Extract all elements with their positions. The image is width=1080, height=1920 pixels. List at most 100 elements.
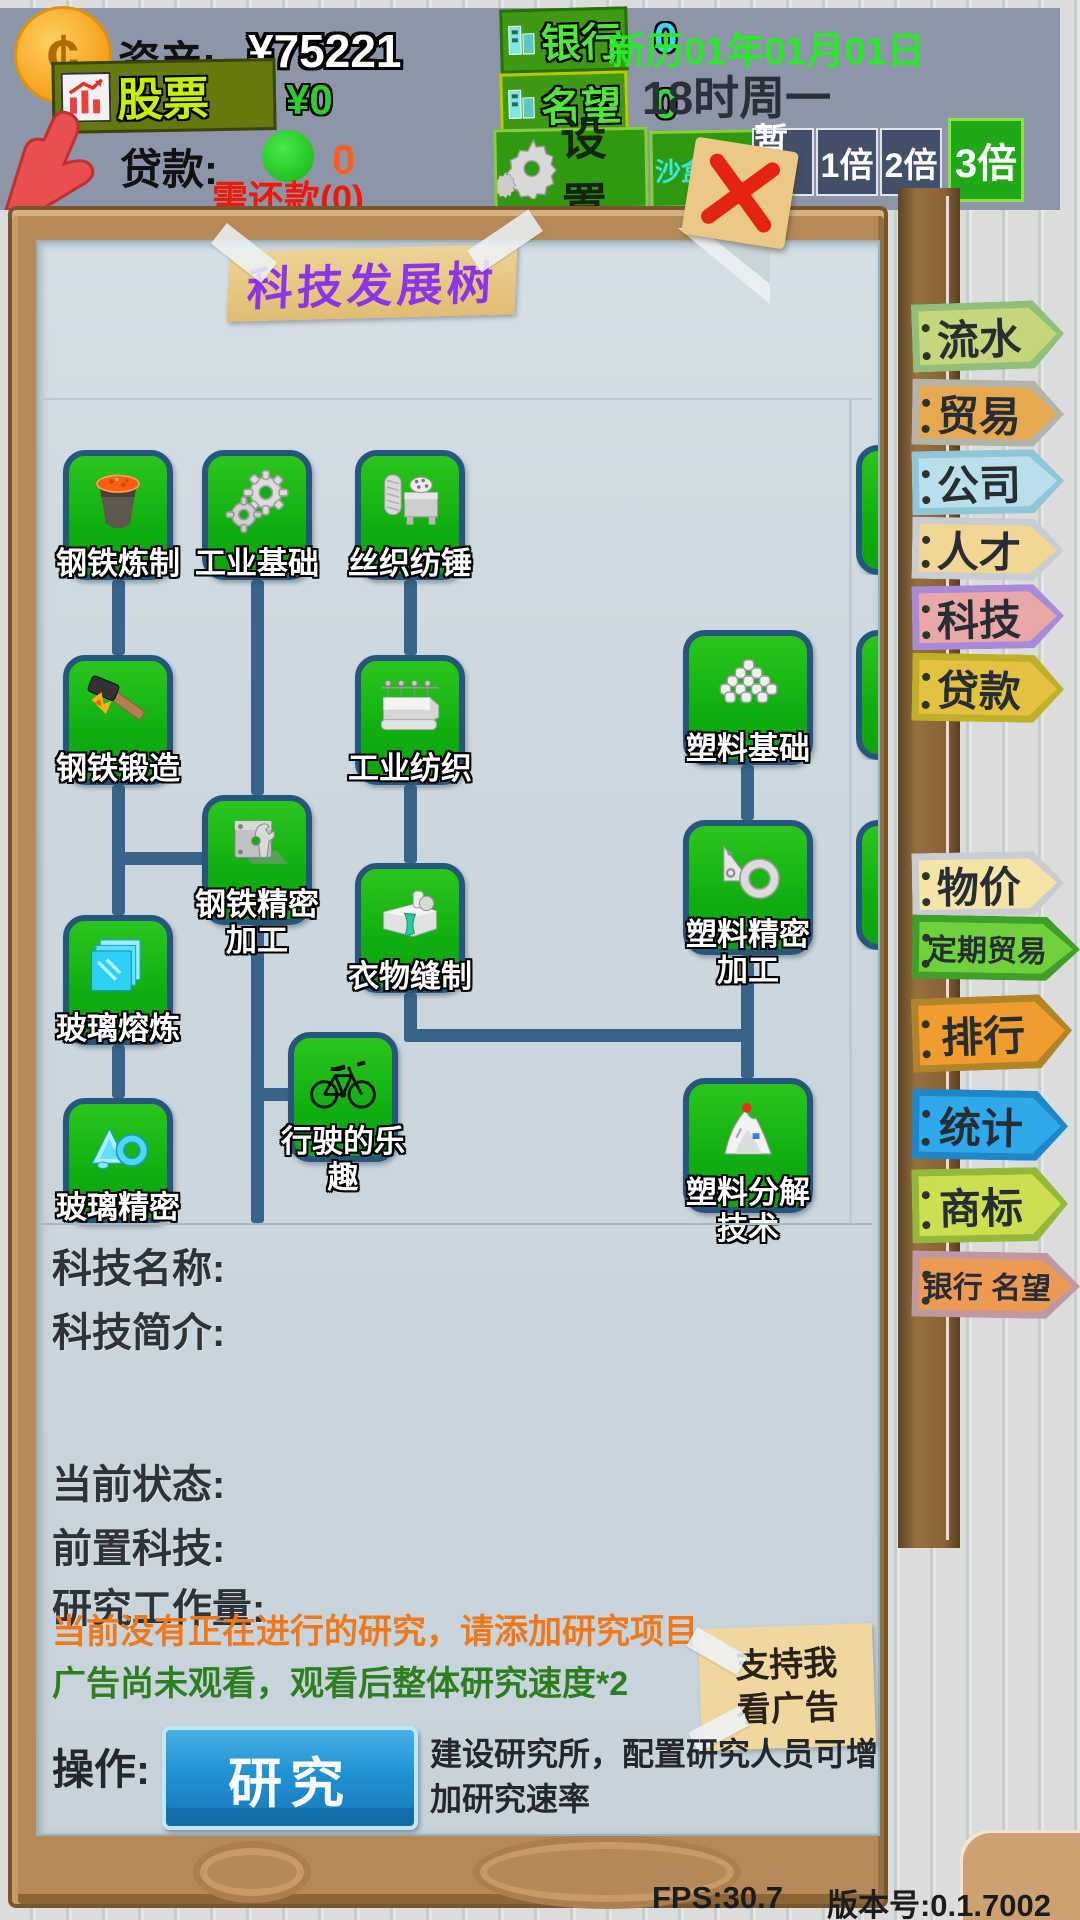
tech-node-行驶的乐趣[interactable]: 行驶的乐趣 — [281, 1032, 405, 1195]
side-tab-inner: 科技 — [919, 591, 1058, 643]
tech-node-label: 塑料基础 — [686, 731, 810, 766]
fame-button[interactable]: 名望 — [499, 70, 629, 138]
wood-pillar — [960, 1830, 1080, 1920]
watch-ad-line2: 看广告 — [736, 1688, 840, 1730]
tree-connector — [741, 955, 754, 1078]
tree-connector — [251, 925, 264, 1223]
tech-node-label: 食 — [856, 541, 878, 575]
tech-node-label: 谷 — [856, 916, 878, 950]
tech-node-clipped: 谷 — [856, 630, 878, 760]
glass-sheets-icon — [83, 925, 154, 996]
tech-node-丝织纺锤[interactable]: 丝织纺锤 — [348, 450, 472, 581]
nail-dot-icon — [922, 700, 930, 708]
side-tab-inner: 物价 — [919, 858, 1058, 910]
bank-icon — [507, 21, 538, 61]
stock-button[interactable]: 股票 — [51, 58, 277, 134]
side-tab-银行名望[interactable]: 银行 名望 — [911, 1251, 1080, 1320]
decompose-icon — [706, 1088, 791, 1162]
side-tab-贷款[interactable]: 贷款 — [911, 653, 1064, 724]
settings-button[interactable]: 设置 — [493, 112, 649, 231]
tree-connector — [404, 993, 417, 1035]
nail-dot-icon — [922, 399, 930, 407]
side-tab-科技[interactable]: 科技 — [911, 584, 1064, 651]
tech-node-塑料精密加工[interactable]: 塑料精密加工 — [683, 820, 813, 988]
side-tab-inner: 商标 — [918, 1174, 1061, 1236]
tree-scroll-edge — [849, 398, 852, 1223]
side-tab-label: 银行 名望 — [922, 1270, 1052, 1306]
pellets-icon — [876, 455, 878, 526]
tech-node-label: 丝织纺锤 — [348, 546, 472, 581]
tech-node-label: 塑料精密加工 — [686, 917, 810, 988]
plastic-parts-icon — [706, 830, 791, 904]
bank-button[interactable]: 银行 — [499, 6, 629, 74]
tech-node-塑料分解技术[interactable]: 塑料分解技术 — [683, 1078, 813, 1246]
tech-node-label: 钢铁锻造 — [56, 751, 180, 786]
ad-speed-notice: 广告尚未观看，观看后整体研究速度*2 — [52, 1665, 629, 1703]
fame-icon — [507, 85, 538, 125]
tech-node-钢铁锻造[interactable]: 钢铁锻造 — [56, 655, 180, 786]
side-tab-定期贸易[interactable]: 定期贸易 — [911, 915, 1080, 982]
speed-button-2倍[interactable]: 2倍 — [880, 128, 942, 196]
side-tab-流水[interactable]: 流水 — [911, 299, 1065, 372]
side-tab-inner: 公司 — [919, 456, 1058, 508]
tech-node-钢铁精密加工[interactable]: 钢铁精密加工 — [195, 795, 319, 958]
crucible-icon — [83, 460, 154, 531]
loom-icon — [375, 665, 446, 736]
tech-node-玻璃熔炼[interactable]: 玻璃熔炼 — [56, 915, 180, 1046]
speed-button-1倍[interactable]: 1倍 — [816, 128, 878, 196]
side-tab-inner: 排行 — [918, 1000, 1066, 1065]
tree-connector — [112, 785, 125, 915]
tech-node-label: 玻璃熔炼 — [56, 1011, 180, 1046]
hand-icon — [0, 92, 114, 215]
tech-node-食[interactable]: 食 — [856, 445, 878, 575]
side-tab-label: 贷款 — [936, 666, 1022, 716]
tech-node-衣物缝制[interactable]: 衣物缝制 — [348, 863, 472, 994]
side-tab-公司[interactable]: 公司 — [911, 449, 1064, 516]
tech-node-label: 玻璃精密 — [56, 1190, 180, 1225]
close-button[interactable] — [680, 136, 800, 250]
wood-knot — [480, 1842, 734, 1902]
side-tab-商标[interactable]: 商标 — [911, 1167, 1068, 1244]
tree-connector — [251, 1088, 294, 1101]
game-time: 18时周一 — [642, 72, 832, 124]
stock-chart-icon — [60, 71, 112, 123]
tech-node-玻璃精密[interactable]: 玻璃精密 — [56, 1098, 180, 1225]
side-tab-label: 公司 — [936, 460, 1022, 510]
close-icon — [706, 150, 775, 236]
side-tab-统计[interactable]: 统计 — [911, 1089, 1068, 1162]
status-label: 当前状态: — [52, 1463, 226, 1507]
side-tab-人才[interactable]: 人才 — [911, 517, 1064, 582]
side-tab-label: 商标 — [938, 1183, 1024, 1233]
version-number: 版本号:0.1.7002 — [826, 1888, 1051, 1920]
tech-node-塑料基础[interactable]: 塑料基础 — [683, 630, 813, 766]
action-label: 操作: — [52, 1746, 150, 1793]
loan-label: 贷款: — [120, 146, 218, 193]
side-tab-label: 物价 — [936, 862, 1022, 912]
wood-knot — [200, 1848, 304, 1896]
tech-name-label: 科技名称: — [52, 1247, 226, 1291]
side-tab-inner: 统计 — [919, 1096, 1062, 1154]
side-tab-贸易[interactable]: 贸易 — [911, 379, 1064, 448]
tech-node-谷[interactable]: 谷 — [856, 820, 878, 950]
tech-node-label: 谷 — [856, 726, 878, 760]
side-tab-物价[interactable]: 物价 — [911, 851, 1064, 918]
hammer-icon — [83, 665, 154, 736]
tech-node-工业纺织[interactable]: 工业纺织 — [348, 655, 472, 786]
speed-button-3倍[interactable]: 3倍 — [948, 118, 1024, 202]
tree-connector — [112, 852, 208, 865]
side-tab-inner: 贸易 — [919, 386, 1058, 440]
side-tab-label: 流水 — [936, 314, 1022, 365]
tech-node-label: 塑料分解技术 — [686, 1175, 810, 1246]
side-tab-label: 统计 — [938, 1103, 1024, 1153]
tech-node-钢铁炼制[interactable]: 钢铁炼制 — [56, 450, 180, 581]
gear-icon — [493, 136, 559, 204]
pellets-icon — [876, 640, 878, 711]
side-tab-排行[interactable]: 排行 — [911, 993, 1073, 1073]
section-divider — [40, 1223, 872, 1225]
tech-node-工业基础[interactable]: 工业基础 — [195, 450, 319, 581]
research-button[interactable]: 研究 — [162, 1726, 418, 1830]
tree-connector — [404, 580, 417, 655]
tech-node-谷[interactable]: 谷 — [856, 630, 878, 760]
tech-node-label: 钢铁炼制 — [56, 546, 180, 581]
